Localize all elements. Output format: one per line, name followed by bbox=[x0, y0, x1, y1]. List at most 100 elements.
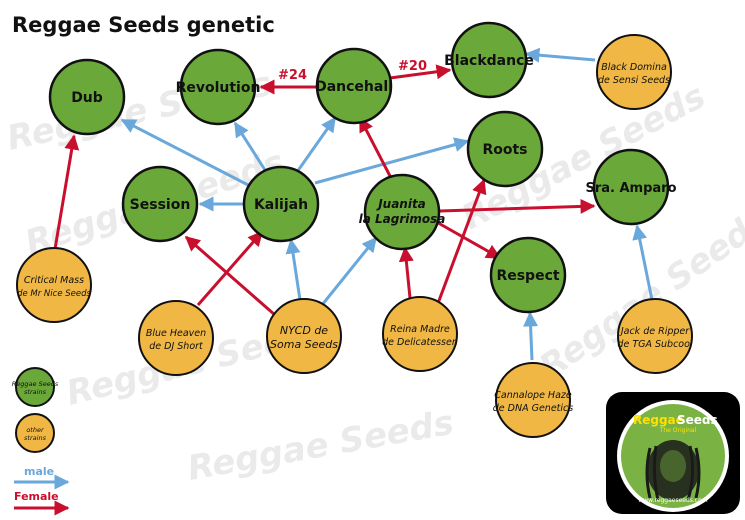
legend-green-node: Reggae Seeds strains bbox=[12, 367, 59, 407]
edge-blueheaven-kalijah bbox=[196, 230, 264, 306]
node-nycd[interactable]: NYCD de Soma Seeds bbox=[266, 298, 342, 374]
edge-blackdomina-blackdance bbox=[524, 47, 596, 63]
node-circle bbox=[315, 47, 393, 125]
node-roots[interactable]: Roots bbox=[466, 110, 544, 188]
legend-label-line1: other bbox=[26, 426, 45, 434]
edge-label-24: #24 bbox=[278, 68, 307, 83]
legend-swatch-green bbox=[15, 367, 55, 407]
node-label-line2: de Mr Nice Seeds bbox=[17, 289, 91, 299]
edge-juanita-dancehall bbox=[358, 116, 392, 177]
male-edges bbox=[120, 47, 654, 361]
node-jack-de-ripper[interactable]: Jack de Ripper de TGA Subcool bbox=[617, 298, 693, 374]
legend-label-line2: strains bbox=[24, 388, 47, 396]
node-label-line1: NYCD de bbox=[280, 324, 328, 337]
edge-reinamadre-juanita bbox=[398, 246, 414, 299]
node-blue-heaven[interactable]: Blue Heaven de DJ Short bbox=[138, 300, 214, 376]
reggae-seeds-logo: Reggae Seeds The Original www.reggaeseed… bbox=[606, 392, 740, 514]
node-circle bbox=[121, 165, 199, 243]
node-circle bbox=[363, 173, 441, 251]
node-label: Session bbox=[130, 197, 191, 213]
edge-kalijah-roots bbox=[314, 137, 470, 185]
node-label-line1: Jack de Ripper bbox=[619, 326, 690, 337]
logo-name-part1: Reggae bbox=[633, 413, 684, 427]
node-circle bbox=[179, 48, 257, 126]
node-circle bbox=[382, 296, 458, 372]
node-respect[interactable]: Respect bbox=[489, 236, 567, 314]
node-circle bbox=[138, 300, 214, 376]
node-label-line2: de TGA Subcool bbox=[617, 339, 693, 350]
node-label: Respect bbox=[496, 268, 559, 284]
edge-reinamadre-roots bbox=[435, 178, 487, 307]
edge-kalijah-revolution bbox=[233, 121, 267, 171]
node-label: Dancehall bbox=[315, 79, 393, 95]
edge-critical-dub bbox=[52, 134, 80, 256]
logo-url: www.reggaeseeds.com bbox=[638, 497, 707, 504]
legend: Reggae Seeds strains other strains male … bbox=[12, 367, 70, 516]
edge-dancehall-blackdance bbox=[389, 64, 452, 80]
node-label-line1: Cannalope Haze bbox=[494, 390, 572, 401]
female-edges bbox=[52, 64, 596, 317]
edge-juanita-sraamparo bbox=[439, 198, 596, 214]
legend-label-line1: Reggae Seeds bbox=[12, 380, 59, 388]
diagram-title: Reggae Seeds genetic bbox=[12, 13, 275, 37]
edge-label-20: #20 bbox=[398, 59, 427, 74]
node-label-line1: Critical Mass bbox=[24, 275, 84, 286]
node-label-line2: de DNA Genetics bbox=[493, 403, 573, 414]
node-circle bbox=[48, 58, 126, 136]
legend-female-label: Female bbox=[14, 490, 59, 503]
node-circle bbox=[592, 148, 670, 226]
node-label: Kalijah bbox=[254, 197, 308, 213]
node-reina-madre[interactable]: Reina Madre de Delicatessen bbox=[382, 296, 458, 372]
edge-nycd-kalijah bbox=[285, 238, 302, 301]
edge-kalijah-dub bbox=[120, 118, 253, 189]
node-black-domina[interactable]: Black Domina de Sensi Seeds bbox=[596, 34, 672, 110]
node-label-line2: de Sensi Seeds bbox=[598, 75, 670, 86]
node-circle bbox=[242, 165, 320, 243]
node-label: Sra. Amparo bbox=[585, 181, 676, 196]
node-sra-amparo[interactable]: Sra. Amparo bbox=[585, 148, 677, 226]
node-label: Roots bbox=[482, 142, 527, 158]
logo-tagline: The Original bbox=[659, 427, 697, 434]
edge-nycd-juanita bbox=[320, 236, 378, 306]
logo-portrait-icon bbox=[645, 440, 701, 501]
node-label: Dub bbox=[71, 90, 103, 106]
node-circle bbox=[450, 21, 528, 99]
edge-kalijah-dancehall bbox=[295, 116, 337, 173]
node-juanita[interactable]: Juanita la Lagrimosa bbox=[359, 173, 446, 251]
node-label-line1: Blue Heaven bbox=[146, 328, 206, 339]
node-circle bbox=[489, 236, 567, 314]
node-circle bbox=[16, 247, 92, 323]
node-kalijah[interactable]: Kalijah bbox=[242, 165, 320, 243]
node-cannalope-haze[interactable]: Cannalope Haze de DNA Genetics bbox=[493, 362, 573, 438]
node-circle bbox=[596, 34, 672, 110]
node-label-line1: Juanita bbox=[376, 197, 426, 211]
node-session[interactable]: Session bbox=[121, 165, 199, 243]
node-dub[interactable]: Dub bbox=[48, 58, 126, 136]
legend-swatch-orange bbox=[15, 413, 55, 453]
node-label-line2: de DJ Short bbox=[149, 341, 204, 352]
watermark-text: Reggae Seeds bbox=[185, 403, 457, 489]
node-circle bbox=[466, 110, 544, 188]
edge-juanita-respect bbox=[432, 218, 502, 260]
edge-jack-sraamparo bbox=[632, 224, 654, 301]
node-label-line1: Reina Madre bbox=[390, 324, 450, 335]
node-label: Revolution bbox=[176, 80, 261, 96]
node-label-line2: Soma Seeds bbox=[270, 338, 338, 351]
node-blackdance[interactable]: Blackdance bbox=[444, 21, 534, 99]
node-circle bbox=[495, 362, 571, 438]
node-dancehall[interactable]: Dancehall bbox=[315, 47, 393, 125]
node-label-line2: la Lagrimosa bbox=[359, 212, 446, 226]
node-critical-mass[interactable]: Critical Mass de Mr Nice Seeds bbox=[16, 247, 92, 323]
legend-orange-node: other strains bbox=[15, 413, 55, 453]
legend-male-label: male bbox=[24, 465, 54, 478]
node-circle bbox=[617, 298, 693, 374]
node-label: Blackdance bbox=[444, 53, 534, 69]
edge-nycd-session bbox=[184, 235, 276, 317]
node-revolution[interactable]: Revolution bbox=[176, 48, 261, 126]
logo-name-part2: Seeds bbox=[677, 413, 718, 427]
legend-label-line2: strains bbox=[24, 434, 47, 442]
edge-cannalope-respect bbox=[523, 311, 539, 361]
node-label-line1: Black Domina bbox=[601, 62, 667, 73]
